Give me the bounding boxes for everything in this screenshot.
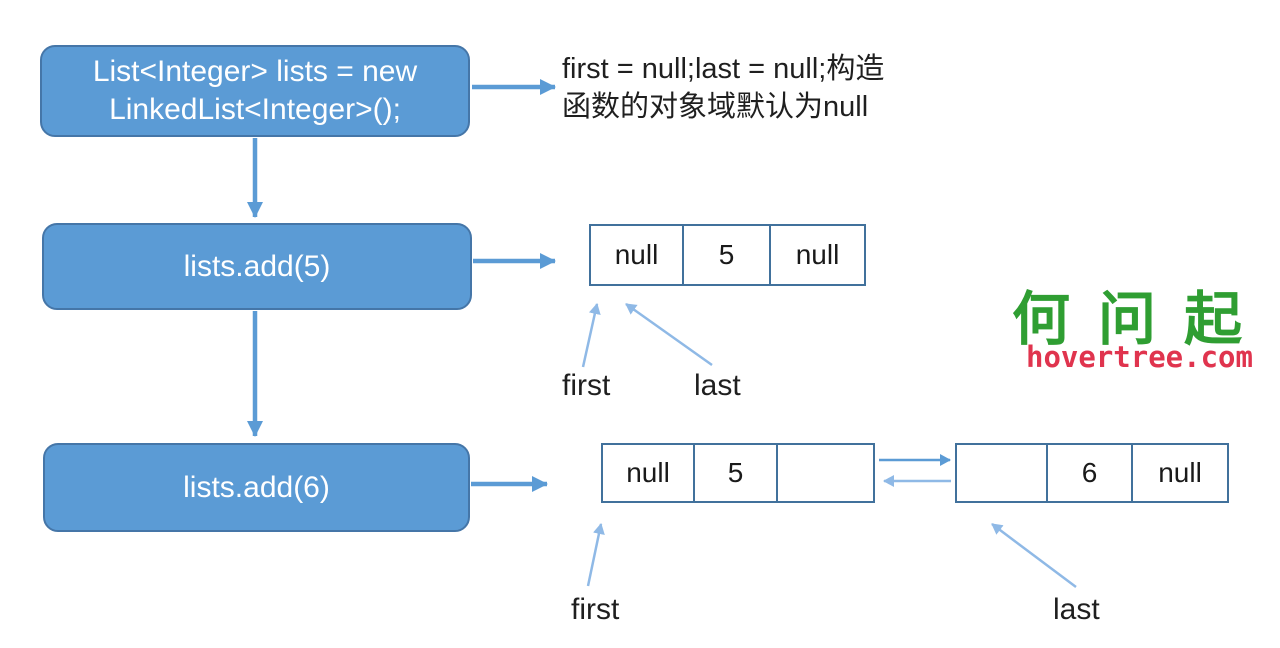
constructor-annotation: first = null;last = null;构造 函数的对象域默认为nul… <box>562 50 884 126</box>
watermark-brand: 何问起 <box>1012 285 1271 353</box>
node-add6-last: 6 null <box>955 443 1229 503</box>
watermark-site: hovertree.com <box>1026 340 1253 374</box>
declare-list-box: List<Integer> lists = new LinkedList<Int… <box>40 45 470 137</box>
node-add6-last-value-cell: 6 <box>1046 443 1133 503</box>
last-pointer-label-add5: last <box>694 369 741 402</box>
add6-box: lists.add(6) <box>43 443 470 532</box>
add5-box: lists.add(5) <box>42 223 472 310</box>
node-add6-first-value-cell: 5 <box>693 443 778 503</box>
node-add6-last-prev-cell <box>955 443 1048 503</box>
arrow-last-pointer-add5 <box>625 302 713 367</box>
arrow-first-pointer-add5 <box>581 303 601 368</box>
node-add6-last-next-cell: null <box>1131 443 1229 503</box>
arrow-first-pointer-add6 <box>586 523 605 587</box>
node-add6-first-next-cell <box>776 443 875 503</box>
first-pointer-label-add5: first <box>562 369 611 402</box>
arrow-last-pointer-add6 <box>991 523 1077 588</box>
first-pointer-label-add6: first <box>571 593 620 626</box>
node-add5-prev-cell: null <box>589 224 684 286</box>
last-pointer-label-add6: last <box>1053 593 1100 626</box>
node-add6-first-prev-cell: null <box>601 443 695 503</box>
annotation-line-2: 函数的对象域默认为null <box>562 91 869 123</box>
node-add5: null 5 null <box>589 224 866 286</box>
annotation-line-1: first = null;last = null;构造 <box>562 53 885 85</box>
node-add5-value-cell: 5 <box>682 224 771 286</box>
node-add6-first: null 5 <box>601 443 875 503</box>
node-add5-next-cell: null <box>769 224 866 286</box>
